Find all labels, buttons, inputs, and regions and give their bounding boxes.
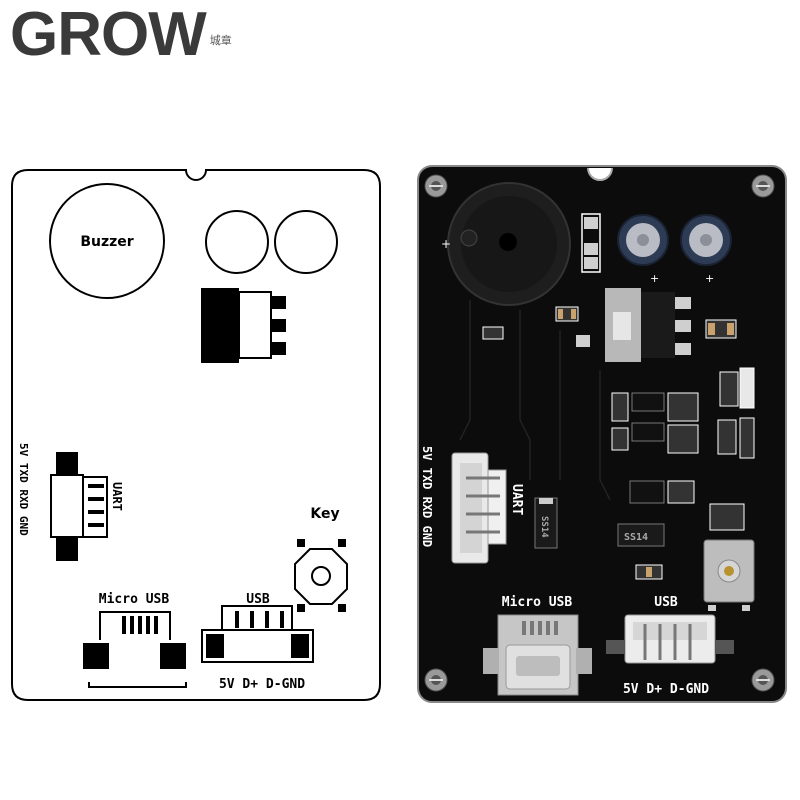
buzzer-component: + [441, 182, 571, 306]
brand-logo: GROW 城章 [10, 4, 232, 66]
screw-icon [751, 174, 775, 198]
screw-icon [424, 174, 448, 198]
capacitor-component: + [680, 214, 732, 285]
usb-label: USB [246, 592, 270, 607]
uart-label: UART [110, 482, 124, 511]
pcb-uart-label: UART [509, 484, 524, 515]
smd-resistor [555, 306, 579, 322]
screw-icon [751, 668, 775, 692]
pcb-micro-usb-label: Micro USB [502, 595, 573, 610]
regulator-diode-label: SS14 [624, 532, 648, 543]
key-label: Key [310, 506, 339, 522]
svg-text:+: + [441, 237, 451, 251]
diagram-outline [11, 169, 381, 701]
uart-footprint [50, 452, 108, 561]
smd-resistor [705, 319, 737, 339]
micro-usb-footprint [83, 611, 187, 688]
screw-icon [424, 668, 448, 692]
buzzer-label: Buzzer [80, 234, 133, 250]
regulator-component [605, 288, 691, 362]
capacitor-outline-1 [205, 210, 269, 274]
regulator-footprint [201, 288, 286, 363]
svg-text:+: + [650, 272, 659, 285]
capacitor-component: + [617, 214, 669, 285]
usb-footprint [201, 605, 314, 663]
uart-pins-label: 5V TXD RXD GND [17, 443, 30, 536]
brand-name: GROW [10, 0, 207, 69]
usb-connector [606, 614, 734, 664]
micro-usb-label: Micro USB [99, 592, 170, 607]
brand-subtitle: 城章 [209, 34, 232, 47]
pcb-notch [587, 167, 613, 181]
key-component [703, 503, 755, 611]
diode-label: SS14 [539, 516, 549, 538]
smd-pads [581, 213, 601, 273]
diode-component [617, 523, 665, 547]
micro-usb-connector [483, 614, 592, 696]
svg-text:+: + [705, 272, 714, 285]
pcb-traces [459, 300, 611, 501]
smd-resistor [635, 564, 663, 580]
buzzer-outline [49, 183, 165, 299]
transistor-cluster [611, 392, 755, 459]
pcb-photo: + + + [417, 165, 787, 703]
usb-pins-label: 5V D+ D-GND [219, 677, 305, 692]
pcb-usb-pins-label: 5V D+ D-GND [623, 682, 709, 697]
pcb-usb-label: USB [654, 595, 678, 610]
smd-pads [482, 326, 590, 347]
capacitor-outline-2 [274, 210, 338, 274]
diode-component [534, 497, 558, 549]
outline-diagram: Buzzer 5V TXD RXD GND UART Key [11, 169, 381, 701]
uart-connector [451, 452, 507, 564]
smd-resistor [719, 367, 755, 409]
pcb-uart-pins-label: 5V TXD RXD GND [420, 446, 434, 547]
transistor-cluster [629, 480, 695, 504]
key-footprint [294, 539, 348, 612]
